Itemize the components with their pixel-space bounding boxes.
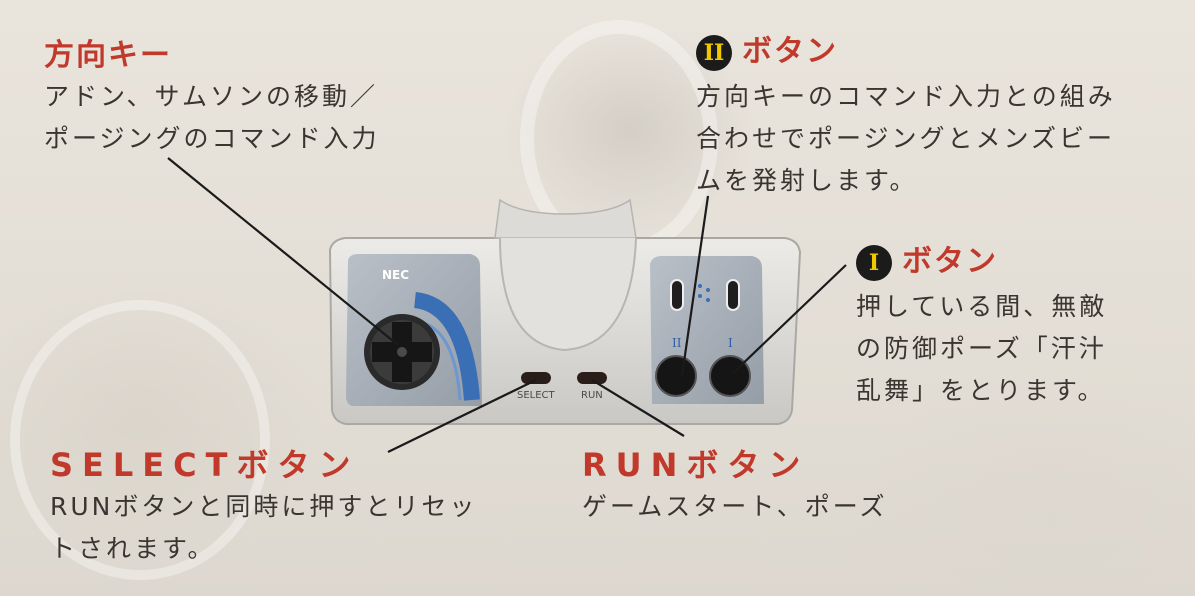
controller-top-bump xyxy=(494,198,637,239)
button2-leader-line xyxy=(680,195,710,377)
button2-description: 方向キーのコマンド入力との組み 合わせでポージングとメンズビー ムを発射します。 xyxy=(696,76,1116,202)
select-heading: SELECTボタン xyxy=(50,446,360,484)
select-line: RUNボタンと同時に押すとリセッ xyxy=(50,492,478,521)
button2-line: 方向キーのコマンド入力との組み xyxy=(696,82,1116,111)
button-2 xyxy=(655,355,697,397)
controller-blue-accent xyxy=(413,292,480,401)
select-description: RUNボタンと同時に押すとリセッ トされます。 xyxy=(50,486,477,570)
button1-badge: I xyxy=(856,244,892,281)
button1-leader-line xyxy=(732,264,847,374)
button2-badge: II xyxy=(696,34,732,71)
select-button xyxy=(521,372,551,384)
controller-button2-mark: II xyxy=(672,336,682,350)
button2-line: 合わせでポージングとメンズビー xyxy=(696,124,1116,153)
select-leader-line xyxy=(387,379,537,453)
run-heading: RUNボタン xyxy=(582,446,810,484)
controller-select-label: SELECT xyxy=(517,390,555,401)
dpad-leader-line xyxy=(167,157,399,346)
controller-button1-mark: I xyxy=(728,336,733,350)
dpad-line: アドン、サムソンの移動／ xyxy=(44,82,379,111)
button1-line: 乱舞」をとります。 xyxy=(856,376,1106,405)
run-description: ゲームスタート、ポーズ xyxy=(582,486,888,528)
button1-line: の防御ポーズ「汗汁 xyxy=(856,334,1107,363)
controller-brand: NEC xyxy=(382,268,410,282)
button1-heading-text: ボタン xyxy=(902,244,998,279)
button1-description: 押している間、無敵 の防御ポーズ「汗汁 乱舞」をとります。 xyxy=(856,286,1107,412)
run-line: ゲームスタート、ポーズ xyxy=(582,492,888,521)
button1-line: 押している間、無敵 xyxy=(856,292,1108,321)
turbo-switch xyxy=(670,279,684,311)
dpad-description: アドン、サムソンの移動／ ポージングのコマンド入力 xyxy=(44,76,380,160)
turbo-switch xyxy=(726,279,740,311)
run-leader-line xyxy=(591,379,685,437)
button2-heading-text: ボタン xyxy=(742,34,838,69)
controller-run-label: RUN xyxy=(581,390,603,401)
dpad-heading: 方向キー xyxy=(44,38,172,73)
controller-center-arch xyxy=(499,237,637,352)
button1-heading: I ボタン xyxy=(856,236,998,281)
dpad-line: ポージングのコマンド入力 xyxy=(44,124,380,153)
button2-line: ムを発射します。 xyxy=(696,166,918,195)
button2-heading: II ボタン xyxy=(696,26,838,71)
faded-figure-decoration xyxy=(10,300,270,580)
run-button xyxy=(577,372,607,384)
select-line: トされます。 xyxy=(50,534,216,563)
